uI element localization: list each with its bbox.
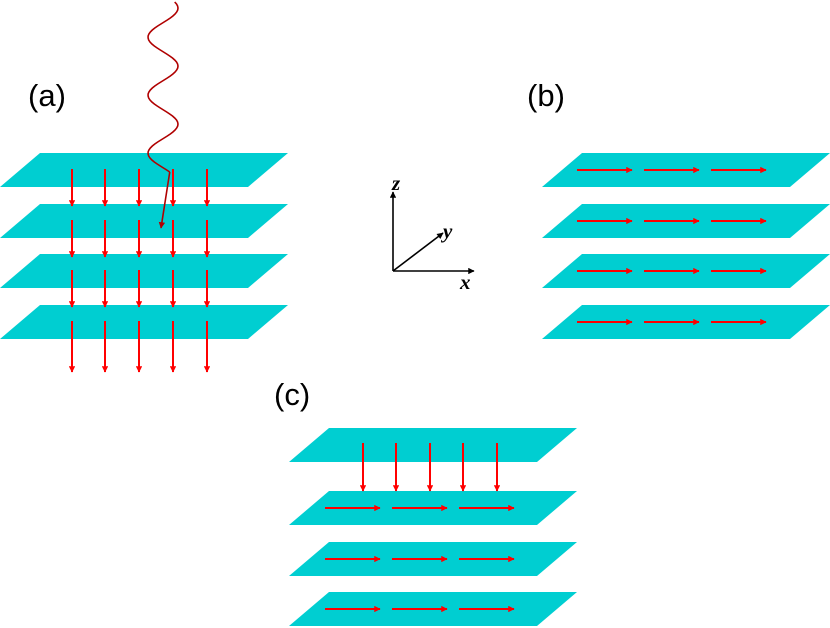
- plane-a-2: [0, 204, 288, 238]
- panel-label-c: (c): [274, 377, 310, 412]
- panel-label-a: (a): [28, 78, 66, 113]
- plane-a-4: [0, 305, 288, 339]
- x-axis-label: x: [459, 270, 471, 294]
- y-axis-arrow: [392, 232, 444, 272]
- coordinate-axes: z x y: [389, 171, 475, 294]
- y-axis-label: y: [440, 219, 453, 243]
- plane-a-3: [0, 254, 288, 288]
- plane-c-1: [289, 428, 577, 462]
- plane-a-1: [0, 153, 288, 187]
- panel-a-perpendicular-moments: [0, 1, 288, 373]
- panel-b-in-plane-moments: [542, 153, 830, 339]
- z-axis-label: z: [391, 171, 401, 195]
- incident-wave-arrow: [158, 171, 171, 229]
- panel-c-mixed-moments: [289, 428, 577, 626]
- panel-label-b: (b): [527, 78, 565, 113]
- incident-wave: [147, 1, 179, 173]
